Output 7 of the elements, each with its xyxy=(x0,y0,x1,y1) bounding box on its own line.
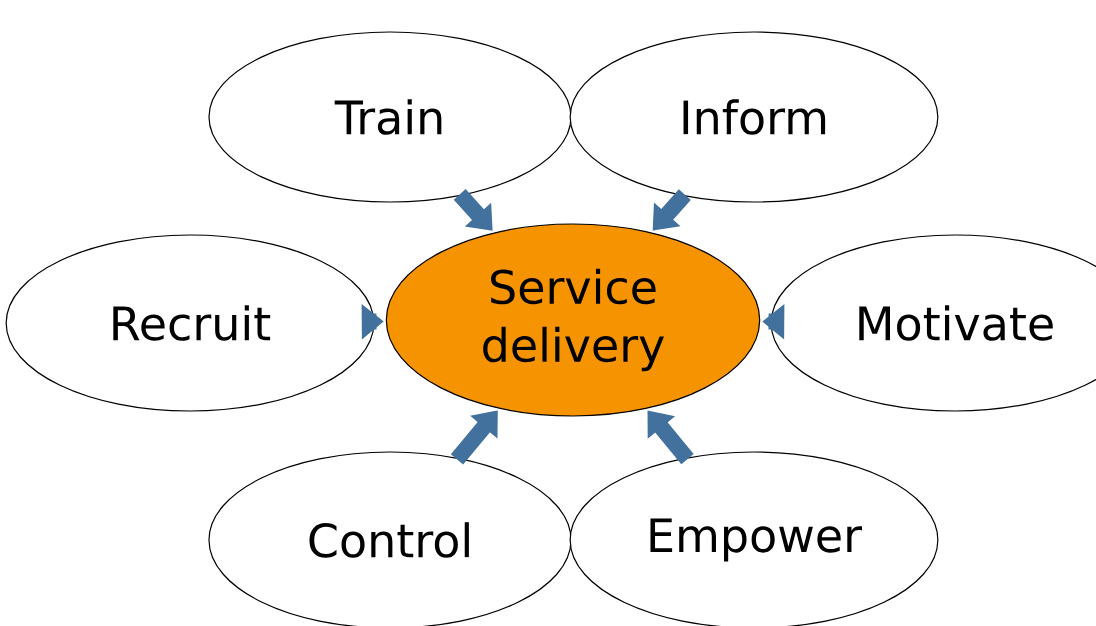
block-arrow xyxy=(652,189,691,231)
ellipse-node: Train xyxy=(208,31,572,203)
ellipse-node: Inform xyxy=(569,31,939,203)
ellipse-node: Empower xyxy=(569,451,939,626)
node-label: Empower xyxy=(650,518,863,562)
block-arrow xyxy=(453,188,493,231)
ellipse-node: Recruit xyxy=(5,234,375,412)
